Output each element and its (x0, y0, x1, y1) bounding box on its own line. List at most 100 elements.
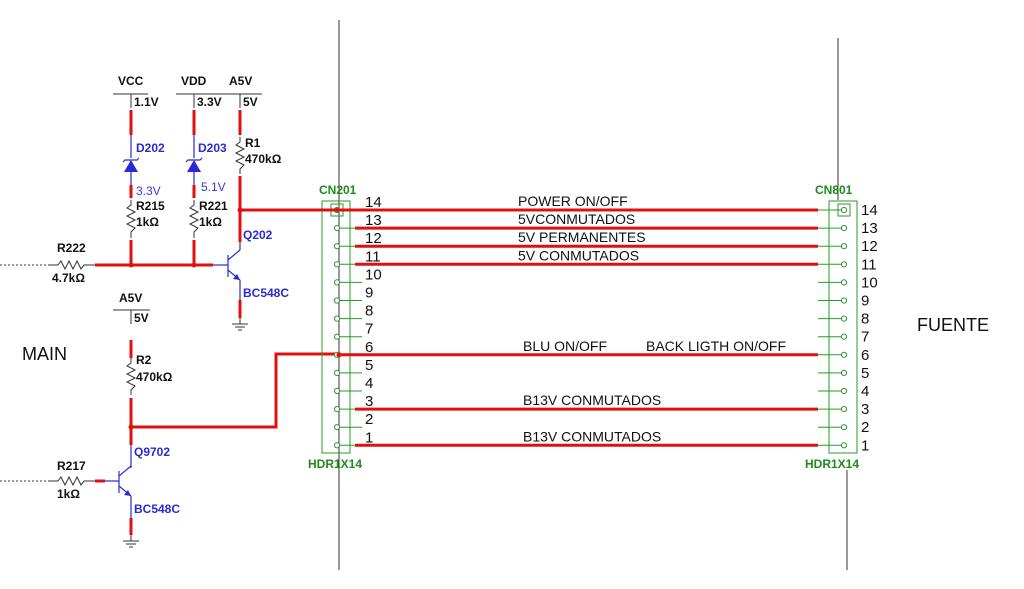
svg-text:5V: 5V (243, 95, 258, 109)
signal-wire-pin-12: 5V PERMANENTES (355, 229, 818, 248)
signal-label: POWER ON/OFF (518, 193, 628, 209)
svg-text:R222: R222 (57, 241, 86, 255)
cn801-pin-number: 2 (861, 419, 869, 436)
region-main-label: MAIN (22, 344, 67, 364)
svg-text:R215: R215 (136, 199, 165, 213)
rail-vdd: VDD 3.3V (176, 74, 228, 109)
cn201-pin-number: 12 (365, 230, 382, 247)
resistor-r221: R221 1kΩ (188, 199, 228, 238)
svg-text:VCC: VCC (118, 74, 144, 88)
signal-wire-pin-3: B13V CONMUTADOS (355, 392, 818, 411)
svg-text:R1: R1 (245, 136, 261, 150)
svg-text:1kΩ: 1kΩ (199, 215, 222, 229)
svg-text:R221: R221 (199, 199, 228, 213)
cn801-pin-number: 3 (861, 401, 869, 418)
cn201-pin-5: 5 (333, 357, 373, 376)
svg-text:1kΩ: 1kΩ (136, 215, 159, 229)
cn801-pin-5: 5 (818, 365, 869, 382)
signal-label-secondary: BACK LIGTH ON/OFF (646, 338, 786, 354)
connector-cn801: CN801 HDR1X14 (805, 183, 859, 471)
cn201-pin-number: 6 (365, 339, 373, 356)
svg-text:3.3V: 3.3V (136, 184, 161, 198)
svg-text:A5V: A5V (119, 291, 142, 305)
svg-text:R217: R217 (57, 459, 86, 473)
svg-text:BC548C: BC548C (243, 286, 289, 300)
svg-text:R2: R2 (136, 353, 152, 367)
signal-label: 5VCONMUTADOS (518, 211, 635, 227)
svg-text:Q202: Q202 (243, 228, 273, 242)
svg-text:470kΩ: 470kΩ (245, 152, 282, 166)
svg-text:D202: D202 (136, 141, 165, 155)
svg-text:D203: D203 (198, 141, 227, 155)
signal-label: B13V CONMUTADOS (523, 428, 661, 444)
cn801-pin-number: 9 (861, 293, 869, 310)
svg-text:5V: 5V (134, 311, 149, 325)
cn201-pin-8: 8 (333, 303, 373, 322)
cn201-pin-9: 9 (333, 285, 373, 304)
signal-wire-pin-11: 5V CONMUTADOS (355, 247, 818, 266)
cn801-pin-number: 12 (861, 238, 878, 255)
svg-text:HDR1X14: HDR1X14 (805, 457, 859, 471)
cn201-pin-number: 8 (365, 303, 373, 320)
resistor-r1: R1 470kΩ (234, 136, 282, 174)
cn801-pin-number: 4 (861, 383, 869, 400)
cn801-pin-14: 14 (818, 202, 878, 219)
rail-a5v-top: A5V 5V (222, 74, 262, 109)
cn801-pin-2: 2 (818, 419, 869, 436)
cn801-pin-10: 10 (818, 274, 878, 291)
cn201-pin-10: 10 (333, 266, 382, 286)
svg-text:4.7kΩ: 4.7kΩ (52, 271, 85, 285)
cn801-pin-4: 4 (818, 383, 869, 400)
svg-text:BC548C: BC548C (134, 502, 180, 516)
cn801-pin-number: 8 (861, 311, 869, 328)
zener-diode-d203: D203 5.1V (185, 141, 227, 194)
cn201-pin-number: 13 (365, 212, 382, 229)
svg-text:5.1V: 5.1V (201, 180, 226, 194)
cn801-pin-7: 7 (818, 329, 869, 346)
cn801-pin-12: 12 (818, 238, 878, 255)
rail-vcc: VCC 1.1V (113, 74, 159, 109)
cn801-pin-number: 14 (861, 202, 878, 219)
resistor-r217: R217 1kΩ (50, 459, 95, 501)
cn801-pin-number: 11 (861, 256, 877, 273)
resistor-r2: R2 470kΩ (125, 353, 173, 395)
cn201-pin-number: 3 (365, 393, 373, 410)
signal-label: BLU ON/OFF (523, 338, 607, 354)
cn201-pin-number: 10 (365, 266, 382, 283)
ground-icon-q9702 (123, 535, 139, 548)
signal-wire-pin-13: 5VCONMUTADOS (355, 211, 818, 230)
svg-text:VDD: VDD (181, 74, 207, 88)
wire-blu-on-off (131, 352, 339, 429)
cn801-pin-1: 1 (818, 437, 869, 454)
signal-wire-pin-1: B13V CONMUTADOS (355, 428, 818, 447)
svg-text:470kΩ: 470kΩ (136, 370, 173, 384)
cn801-pin-number: 7 (861, 329, 869, 346)
svg-text:CN201: CN201 (319, 183, 357, 197)
cn201-pin-4: 4 (333, 375, 373, 395)
svg-text:A5V: A5V (229, 74, 252, 88)
cn801-pin-13: 13 (818, 220, 878, 237)
transistor-q9702: Q9702 BC548C (118, 445, 180, 516)
svg-text:1kΩ: 1kΩ (57, 487, 80, 501)
cn801-pin-number: 1 (861, 437, 869, 454)
cn201-pin-number: 2 (365, 411, 373, 428)
signal-wire-pin-14: POWER ON/OFF (240, 193, 818, 212)
cn801-pin-3: 3 (818, 401, 869, 418)
cn801-pin-8: 8 (818, 311, 869, 328)
cn201-pin-number: 5 (365, 357, 373, 374)
cn801-pin-number: 6 (861, 347, 869, 364)
cn801-pin-number: 10 (861, 274, 878, 291)
cn201-pin-number: 1 (365, 429, 373, 446)
cn201-pin-number: 4 (365, 375, 373, 392)
connector-cn201: CN201 HDR1X14 (308, 183, 362, 471)
region-fuente-label: FUENTE (917, 315, 989, 335)
cn201-pin-number: 14 (365, 194, 382, 211)
cn201-pin-2: 2 (333, 411, 373, 431)
signal-wire-pin-6: BLU ON/OFF BACK LIGTH ON/OFF (336, 338, 818, 358)
svg-text:3.3V: 3.3V (197, 95, 222, 109)
transistor-q202: Q202 BC548C (227, 228, 289, 300)
cn201-pin-number: 11 (365, 248, 381, 265)
signal-label: 5V CONMUTADOS (518, 247, 639, 263)
ground-icon-q202 (232, 318, 248, 331)
